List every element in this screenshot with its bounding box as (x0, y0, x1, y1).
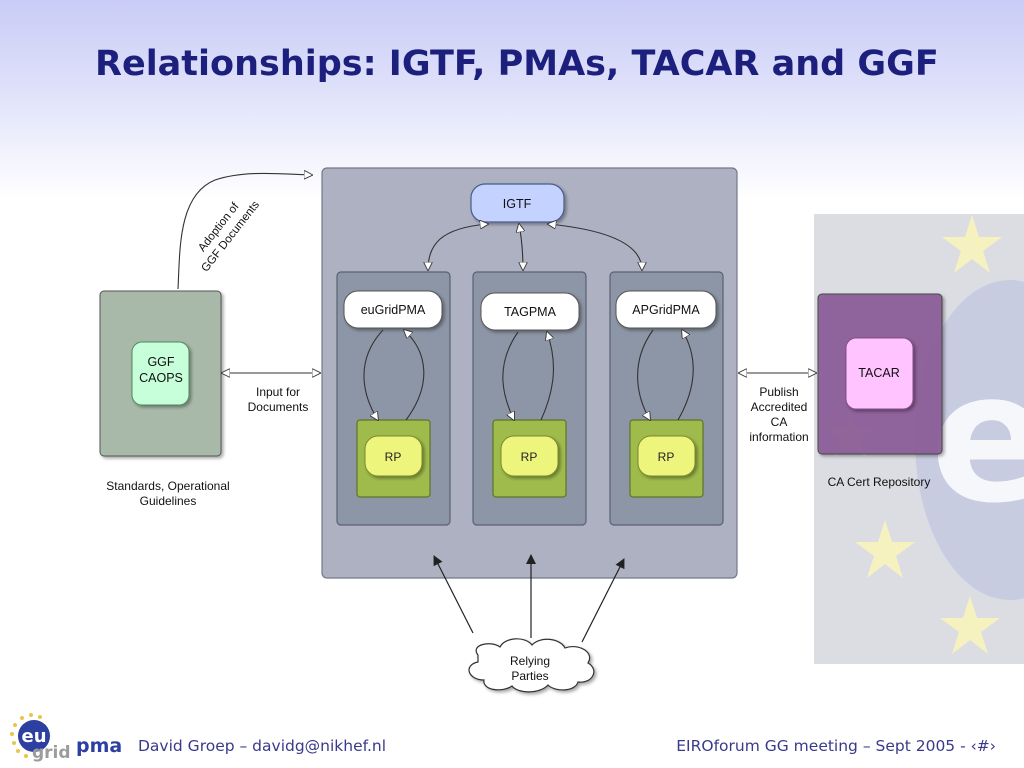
rp-node-3 (637, 435, 696, 477)
pma-label: TAGPMA (504, 305, 557, 319)
apgridpma-node (615, 290, 717, 329)
adoption-label: Adoption of GGF Documents (196, 199, 262, 275)
star-icon (10, 713, 42, 758)
logo-pma: pma (76, 735, 122, 757)
pma-rp-arrows (363, 330, 694, 420)
publish-label-line2: Accredited (751, 400, 808, 414)
ggf-caption-line1: Standards, Operational (106, 479, 229, 493)
footer-author: David Groep – davidg@nikhef.nl (138, 737, 387, 755)
svg-text:e: e (930, 334, 1024, 543)
slide-title: Relationships: IGTF, PMAs, TACAR and GGF (95, 44, 939, 84)
igtf-label: IGTF (503, 197, 532, 211)
input-label-line2: Documents (248, 400, 309, 414)
footer-event: EIROforum GG meeting – Sept 2005 - ‹#› (676, 737, 996, 755)
rp-label: RP (658, 450, 675, 464)
rp-node-1 (364, 435, 423, 477)
publish-label-line1: Publish (759, 385, 798, 399)
igtf-pma-arrows (428, 224, 642, 270)
input-label-line1: Input for (256, 385, 300, 399)
publish-label-line4: information (749, 430, 808, 444)
ggf-label: GGF (147, 355, 174, 369)
relying-label-line2: Parties (511, 669, 548, 683)
eugridpma-logo: eu grid pma (10, 713, 122, 763)
ggf-caops-node (131, 341, 190, 406)
caops-label: CAOPS (139, 371, 183, 385)
eugridpma-node (343, 290, 443, 329)
tacar-label: TACAR (858, 366, 899, 380)
rp-label: RP (385, 450, 402, 464)
tacar-caption: CA Cert Repository (828, 475, 931, 489)
logo-grid: grid (32, 743, 71, 763)
rp-label: RP (521, 450, 538, 464)
pma-label: euGridPMA (361, 303, 426, 317)
ggf-caption-line2: Guidelines (140, 494, 197, 508)
pma-label: APGridPMA (632, 303, 700, 317)
rp-node-2 (500, 435, 559, 477)
relying-arrows (433, 554, 625, 643)
logo-eu: eu (21, 726, 46, 747)
logo-circle (18, 720, 50, 752)
adoption-arrow (177, 173, 312, 290)
relying-parties-cloud (468, 638, 595, 693)
igtf-node (470, 183, 565, 223)
tacar-node (845, 337, 914, 410)
relying-label-line1: Relying (510, 654, 550, 668)
tagpma-node (480, 292, 580, 331)
publish-label-line3: CA (771, 415, 788, 429)
